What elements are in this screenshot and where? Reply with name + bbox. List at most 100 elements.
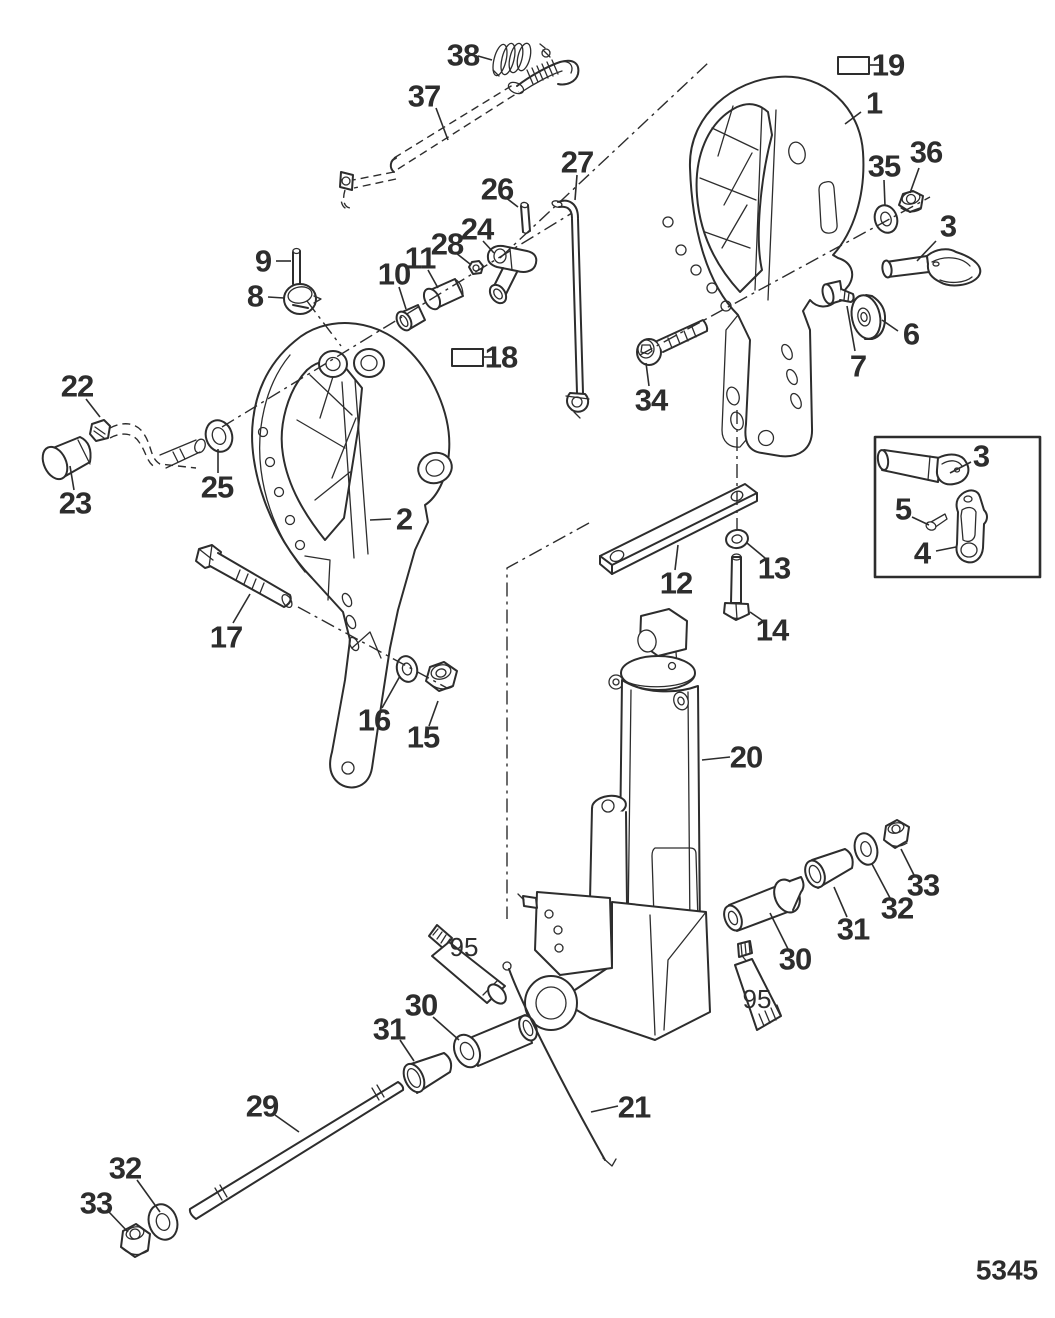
callout-2: 2 [396,502,412,537]
callout-25: 25 [201,470,234,505]
callout-3: 3 [973,439,990,474]
part-13-washer [725,528,749,550]
leader-line-22 [85,398,101,418]
callout-7: 7 [850,349,866,384]
leader-line-37 [435,107,449,141]
part-36-flange-nut [898,190,924,213]
leader-line-34 [645,362,650,387]
part-4-latch-bracket [955,489,988,564]
leader-line-13 [746,542,766,559]
callout-38: 38 [447,38,480,73]
part-35-washer [873,204,899,234]
leader-line-3 [949,461,972,474]
leader-line-6 [881,319,899,332]
callout-34: 34 [635,383,669,418]
part-38-spring [492,42,532,77]
callout-24: 24 [461,212,495,247]
part-31-bushing-left [402,1052,453,1094]
callout-26: 26 [481,172,514,207]
callout-33: 33 [80,1186,113,1221]
part-14-bolt [723,553,750,621]
callout-15: 15 [407,720,440,755]
part-1-transom-bracket-starboard [662,75,865,458]
part-31-bushing-right [804,848,854,889]
callout-95: 95 [450,932,479,962]
part-9-pin [292,247,301,286]
leader-line-1 [844,111,862,125]
part-2-transom-bracket-port [251,322,453,789]
leader-line-38 [477,55,493,61]
part-3-tilt-pin-top [881,248,982,287]
leader-line-31 [833,886,848,918]
callout-95: 95 [743,984,772,1014]
leader-line-27 [574,174,578,201]
part-17-bolt [195,544,293,609]
callout-30: 30 [405,988,437,1023]
callout-12: 12 [660,566,692,601]
part-26-pin [520,201,531,234]
callout-6: 6 [903,317,920,352]
callout-8: 8 [247,279,264,314]
leader-line-8 [267,296,285,299]
leader-line-23 [69,465,75,491]
callout-23: 23 [59,486,92,521]
leader-line-24 [482,240,495,254]
part-15-lock-nut [425,661,458,692]
part-33-flange-nut-left [120,1223,151,1258]
callout-28: 28 [431,227,464,262]
leader-line-15 [428,700,439,727]
callout-29: 29 [246,1089,279,1124]
leader-line-5 [911,516,930,526]
callout-30: 30 [779,942,811,977]
leader-line-7 [846,305,856,352]
leader-line-11 [427,269,439,289]
callout-5: 5 [895,492,912,527]
leader-line-33 [108,1211,129,1233]
part-7-bolt [821,280,855,305]
callout-37: 37 [408,79,440,114]
callout-1: 1 [866,86,883,121]
part-33-flange-nut-right [883,819,910,849]
leader-line-3 [916,240,937,262]
callout-31: 31 [373,1012,406,1047]
callout-19: 19 [872,48,905,83]
leader-line-36 [909,167,920,194]
leader-line-10 [398,286,407,310]
leader-line-30 [432,1016,460,1041]
part-22-lever-link [89,419,206,469]
leader-line-28 [455,252,471,265]
part-23-cap [41,436,92,481]
decal-rect-19 [837,56,870,75]
part-12-tie-bar [599,483,758,575]
callout-32: 32 [109,1151,141,1186]
leader-line-20 [701,756,731,761]
callout-4: 4 [914,536,932,571]
leader-line-33 [900,848,915,876]
leader-line-32 [871,863,891,899]
part-20-trim-cylinder [517,608,711,1041]
inset-box-group [873,435,1042,579]
callout-3: 3 [940,209,957,244]
inset-box-border [873,435,1042,579]
part-21-release-rod [502,961,617,1167]
part-30-sleeve-right [723,876,805,932]
part-10-bushing [395,304,426,332]
part-24-lever [486,244,538,305]
leader-line-12 [674,544,679,571]
part-32-washer-left [147,1203,179,1241]
leader-line-35 [883,179,886,207]
leader-line-29 [274,1114,300,1133]
drawing-number: 5345 [976,1255,1038,1286]
leader-line-2 [369,518,392,521]
callout-31: 31 [837,912,870,947]
leader-line-31 [399,1039,415,1062]
callout-17: 17 [210,620,242,655]
leader-line-26 [504,196,519,208]
part-32-washer-right [853,832,879,866]
leader-line-16 [381,675,401,709]
part-8-plug [283,283,322,315]
decal-rect-18 [451,348,484,367]
part-5-screw [925,513,948,531]
callout-35: 35 [868,149,901,184]
